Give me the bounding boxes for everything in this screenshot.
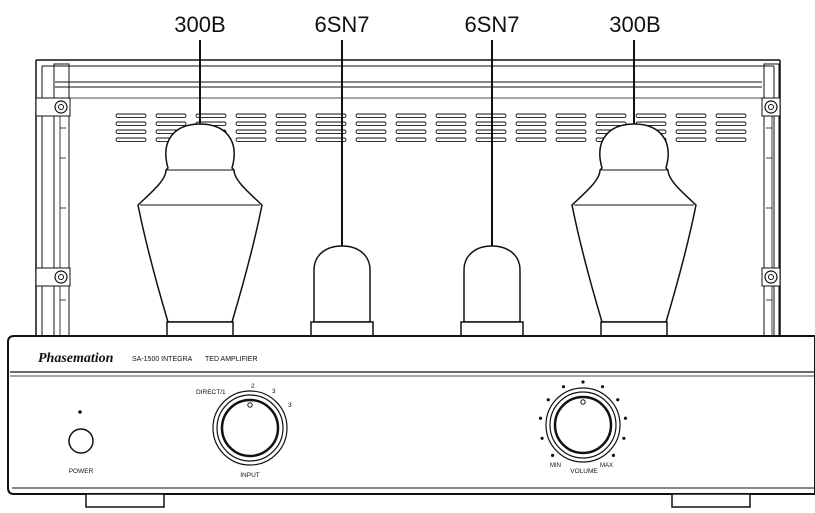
vent-slot bbox=[395, 113, 427, 118]
vent-slot bbox=[315, 129, 347, 134]
tube-6sn7-right bbox=[460, 245, 524, 337]
brand-logo: Phasemation bbox=[38, 351, 114, 366]
vent-slot bbox=[355, 121, 387, 126]
vent-slot bbox=[395, 129, 427, 134]
tube-cage bbox=[35, 59, 781, 337]
vent-slot bbox=[715, 137, 747, 142]
vent-slot bbox=[115, 113, 147, 118]
tube-300b-left bbox=[137, 123, 263, 337]
vent-slot bbox=[115, 137, 147, 142]
volume-scale-dot bbox=[600, 385, 605, 389]
volume-scale-dot bbox=[538, 416, 543, 420]
volume-scale-dot bbox=[616, 398, 620, 402]
volume-scale-dot bbox=[581, 380, 585, 384]
vent-slot bbox=[315, 121, 347, 126]
vent-slot bbox=[275, 137, 307, 142]
vent-slot bbox=[115, 129, 147, 134]
vent-slot bbox=[355, 129, 387, 134]
tube-6sn7-left bbox=[310, 245, 374, 337]
vent-slot bbox=[515, 121, 547, 126]
vent-slot bbox=[675, 113, 707, 118]
tube-300b-right bbox=[571, 123, 697, 337]
front-chassis bbox=[7, 335, 815, 508]
power-indicator-led bbox=[78, 410, 82, 414]
vent-slot bbox=[395, 121, 427, 126]
vent-slot bbox=[235, 113, 267, 118]
vent-slot bbox=[555, 121, 587, 126]
vent-slot bbox=[715, 121, 747, 126]
vent-slot bbox=[635, 113, 667, 118]
vent-slot bbox=[555, 129, 587, 134]
vent-slot bbox=[555, 113, 587, 118]
vent-slot bbox=[675, 129, 707, 134]
callout-left-300b: 300B bbox=[174, 12, 225, 37]
vent-slot bbox=[155, 113, 187, 118]
vent-slot bbox=[435, 137, 467, 142]
screw-icon bbox=[54, 100, 778, 284]
vent-slot bbox=[275, 129, 307, 134]
volume-label: VOLUME bbox=[570, 468, 598, 475]
vent-slot bbox=[515, 129, 547, 134]
vent-slot bbox=[515, 137, 547, 142]
model-name: SA-1500 INTEGRA bbox=[132, 356, 193, 363]
volume-min-label: MIN bbox=[550, 463, 561, 469]
volume-knob[interactable] bbox=[545, 387, 621, 463]
volume-scale-dot bbox=[540, 436, 544, 440]
power-button[interactable] bbox=[68, 428, 94, 454]
vent-slot bbox=[555, 137, 587, 142]
vent-slot bbox=[355, 137, 387, 142]
vent-slot bbox=[355, 113, 387, 118]
callout-right-300b: 300B bbox=[609, 12, 660, 37]
ventilation-slots bbox=[115, 113, 747, 142]
vent-slot bbox=[675, 121, 707, 126]
volume-max-label: MAX bbox=[600, 463, 613, 469]
vent-slot bbox=[595, 121, 627, 126]
volume-scale-dots bbox=[538, 380, 628, 458]
input-position-direct: DIRECT/1 bbox=[196, 389, 226, 396]
input-position-3b: 3 bbox=[288, 402, 292, 409]
vent-slot bbox=[515, 113, 547, 118]
vent-slot bbox=[315, 137, 347, 142]
vent-slot bbox=[235, 137, 267, 142]
power-label: POWER bbox=[69, 468, 94, 475]
callout-right-6sn7: 6SN7 bbox=[464, 12, 519, 37]
volume-scale-dot bbox=[550, 453, 555, 458]
volume-scale-dot bbox=[561, 385, 566, 389]
input-selector-knob[interactable] bbox=[212, 390, 288, 466]
amplifier-type: TED AMPLIFIER bbox=[205, 356, 258, 363]
volume-scale-dot bbox=[611, 453, 616, 458]
vent-slot bbox=[195, 113, 227, 118]
vent-slot bbox=[595, 113, 627, 118]
vent-slot bbox=[435, 121, 467, 126]
vent-slot bbox=[715, 113, 747, 118]
callout-left-6sn7: 6SN7 bbox=[314, 12, 369, 37]
vent-slot bbox=[275, 121, 307, 126]
vent-slot bbox=[275, 113, 307, 118]
volume-scale-dot bbox=[623, 416, 628, 420]
vent-slot bbox=[675, 137, 707, 142]
vent-slot bbox=[155, 121, 187, 126]
input-label: INPUT bbox=[240, 472, 260, 479]
vent-slot bbox=[315, 113, 347, 118]
vent-slot bbox=[235, 121, 267, 126]
vent-slot bbox=[435, 129, 467, 134]
vent-slot bbox=[435, 113, 467, 118]
vent-slot bbox=[395, 137, 427, 142]
volume-scale-dot bbox=[622, 436, 626, 440]
volume-scale-dot bbox=[546, 398, 550, 402]
input-position-2: 2 bbox=[251, 383, 255, 390]
vent-slot bbox=[715, 129, 747, 134]
input-position-3: 3 bbox=[272, 388, 276, 395]
vent-slot bbox=[115, 121, 147, 126]
vent-slot bbox=[235, 129, 267, 134]
